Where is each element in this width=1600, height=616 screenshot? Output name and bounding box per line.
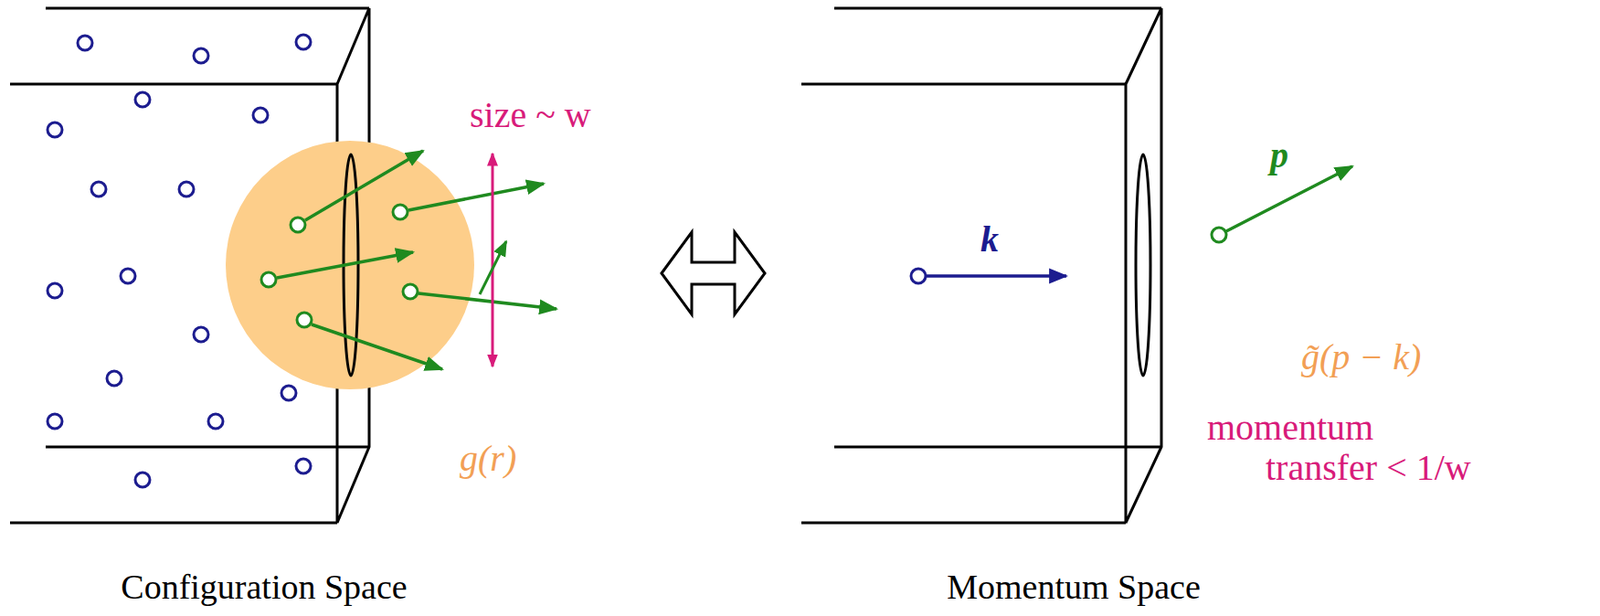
outgoing-particle [1211, 227, 1227, 243]
incoming-particle [911, 268, 926, 284]
p-arrow [1226, 166, 1353, 232]
equivalence-arrow [661, 232, 765, 315]
transform-label: g̃(p − k) [1301, 337, 1421, 378]
emitted-particles [261, 204, 418, 328]
momentum-label: p [1270, 135, 1289, 176]
panel-caption: Momentum Space [946, 568, 1201, 607]
slab [801, 8, 1162, 523]
momentum-label: k [980, 219, 999, 260]
source-region [225, 140, 475, 390]
panel-caption: Configuration Space [120, 568, 407, 607]
size-label: size ~ w [469, 95, 592, 136]
transfer-note: momentum transfer < 1/w [1207, 407, 1481, 488]
size-arrow [491, 153, 495, 367]
aperture [1135, 154, 1151, 376]
k-arrow [926, 274, 1067, 278]
small-momentum-arrow [479, 241, 507, 295]
function-label: g(r) [459, 438, 517, 479]
emitted-arrows [276, 150, 557, 370]
